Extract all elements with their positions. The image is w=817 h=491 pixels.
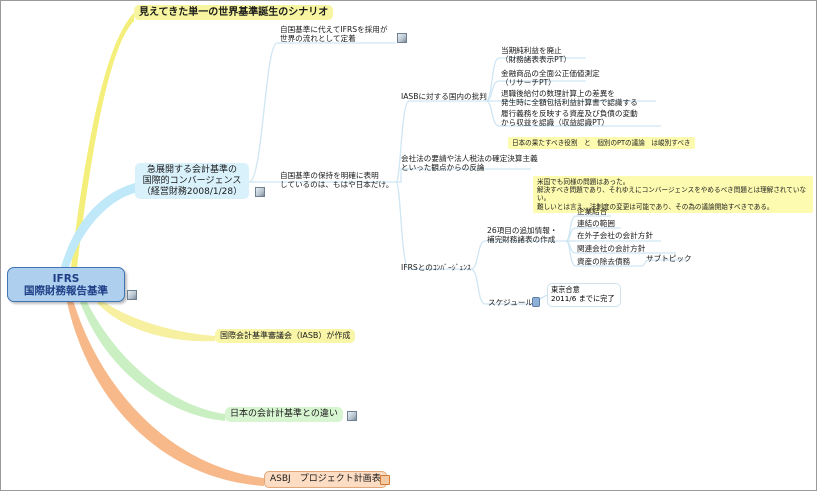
node-keep-standard[interactable]: 自国基準の保持を明確に表明 しているのは、もはや日本だけ。 [280, 171, 394, 190]
item-consolidation-scope[interactable]: 連結の範囲 [577, 219, 615, 228]
node-ifrs-convergence[interactable]: IFRSとのｺﾝﾊﾞｰｼﾞｪﾝｽ [401, 263, 471, 272]
connector-adopt [248, 42, 396, 183]
attachment-icon[interactable] [532, 297, 540, 307]
node-26-items[interactable]: 26項目の追加情報・ 補完財務諸表の作成 [487, 226, 558, 245]
item-business-combination[interactable]: 企業結合 [577, 207, 608, 216]
root-node-ifrs[interactable]: IFRS 国際財務報告基準 [7, 267, 125, 302]
node-adopt-ifrs[interactable]: 自国基準に代えてIFRSを採用が 世界の流れとして定着 [280, 25, 388, 44]
connector-schedule [470, 268, 531, 305]
branch-convergence [61, 183, 135, 267]
note-icon[interactable] [127, 290, 137, 300]
criticism-item-4[interactable]: 履行義務を反映する資産及び負債の変動 から収益を認識（収益認識PT） [501, 109, 638, 128]
criticism-item-2[interactable]: 金融商品の全面公正価値測定 （リサーチPT） [501, 69, 600, 88]
branch-node-difference[interactable]: 日本の会計計基準との違い [225, 407, 343, 422]
criticism-item-3[interactable]: 退職後給付の数理計算上の差異を 発生時に全額包括利益計算書で認識する [501, 89, 638, 108]
note-icon[interactable] [397, 33, 407, 43]
convergence-line-2: 国際的コンバージェンス [142, 175, 242, 186]
tax-note: 米国でも同様の問題はあった。 解決すべき問題であり、それゆえにコンバージェンスを… [533, 176, 813, 213]
schedule-box[interactable]: 東京合意 2011/6 までに完了 [547, 283, 621, 307]
connector-ifrs-conv [395, 181, 471, 270]
convergence-line-1: 急展開する会計基準の [146, 164, 237, 175]
item-foreign-subsidiary[interactable]: 在外子会社の会計方針 [577, 231, 653, 240]
item-affiliate[interactable]: 関連会社の会計方針 [577, 244, 646, 253]
branch-plan [67, 300, 264, 486]
criticism-note: 日本の果たすべき役割 と 個別のPTの議論 は峻別すべき [508, 137, 695, 150]
branch-node-convergence[interactable]: 急展開する会計基準の 国際的コンバージェンス （経営財務2008/1/28） [135, 163, 249, 199]
branch-node-iasb[interactable]: 国際会計基準審議会（IASB）が作成 [215, 329, 356, 343]
note-icon[interactable] [347, 411, 357, 421]
node-tax-rebuttal[interactable]: 会社法の要請や法人税法の確定決算主義 といった観点からの反論 [401, 154, 538, 173]
branch-node-scenario[interactable]: 見えてきた単一の世界基準誕生のシナリオ [134, 5, 334, 20]
node-subtopic[interactable]: サブトピック [646, 254, 692, 263]
node-criticism[interactable]: IASBに対する国内の批判 [401, 92, 487, 101]
branch-difference [80, 300, 225, 421]
connector-tax [396, 168, 531, 183]
branch-iasb [97, 300, 215, 342]
expand-icon[interactable] [380, 475, 390, 485]
note-icon[interactable] [255, 187, 265, 197]
branch-node-plan[interactable]: ASBJ プロジェクト計画表 [264, 471, 387, 488]
connector-criticism [395, 100, 486, 183]
node-schedule[interactable]: スケジュール [488, 298, 534, 307]
convergence-line-3: （経営財務2008/1/28） [141, 186, 243, 197]
criticism-item-1[interactable]: 当期純利益を廃止 （財務諸表表示PT） [501, 46, 571, 65]
root-subtitle: 国際財務報告基準 [24, 284, 108, 297]
root-title: IFRS [52, 272, 80, 285]
item-asset-retirement[interactable]: 資産の除去債務 [577, 257, 631, 266]
